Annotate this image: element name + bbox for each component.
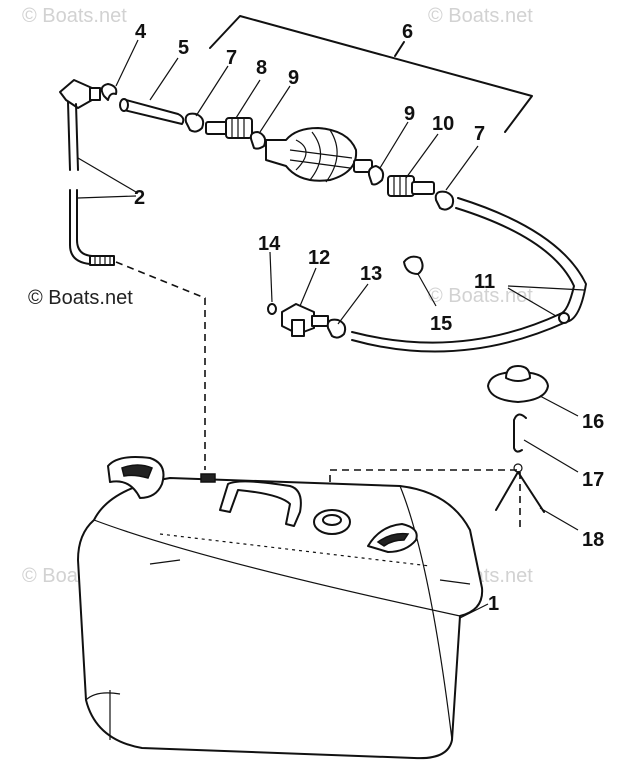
watermark-middle-left: © Boats.net (28, 287, 133, 309)
callout-9-right: 9 (404, 103, 415, 125)
callout-2: 2 (134, 187, 145, 209)
primer-bulb (265, 127, 373, 183)
callout-16: 16 (582, 411, 604, 433)
hose-assembly-bracket (209, 15, 533, 133)
retainer-18 (495, 463, 545, 513)
clamp-7-right (434, 190, 455, 211)
clamp-7-left (184, 112, 205, 133)
callout-15: 15 (430, 313, 452, 335)
watermark-top-right: © Boats.net (428, 5, 533, 27)
o-ring-14 (267, 303, 277, 315)
leader-lines (77, 39, 585, 619)
clip-4 (100, 83, 118, 101)
callout-10: 10 (432, 113, 454, 135)
callout-18: 18 (582, 529, 604, 551)
callout-8: 8 (256, 57, 267, 79)
callout-4: 4 (135, 21, 147, 43)
fitting-12 (281, 303, 329, 337)
connector-10 (387, 175, 435, 197)
callout-13: 13 (360, 263, 382, 285)
callout-5: 5 (178, 37, 189, 59)
callout-9-left: 9 (288, 67, 299, 89)
callout-11: 11 (474, 271, 495, 293)
clip-9-right (367, 165, 385, 186)
hose-5 (119, 98, 185, 125)
callout-6: 6 (402, 21, 413, 43)
fuel-tank-1 (77, 456, 484, 760)
pickup-assembly-line (115, 261, 206, 470)
hose-11 (351, 197, 587, 353)
watermark-top-left: © Boats.net (22, 5, 127, 27)
watermark-middle-right: © Boats.net (428, 285, 533, 307)
clip-9-left (249, 131, 267, 150)
callout-12: 12 (308, 247, 330, 269)
filler-cap-16 (487, 365, 549, 403)
clamp-13 (326, 318, 347, 339)
callout-7-left: 7 (226, 47, 237, 69)
callout-17: 17 (582, 469, 604, 491)
callout-14: 14 (258, 233, 281, 255)
plug-15 (403, 255, 424, 275)
connector-8 (205, 117, 253, 139)
hook-17 (513, 413, 527, 453)
callout-1: 1 (488, 593, 499, 615)
pickup-tube (59, 79, 115, 266)
callout-7-right: 7 (474, 123, 485, 145)
